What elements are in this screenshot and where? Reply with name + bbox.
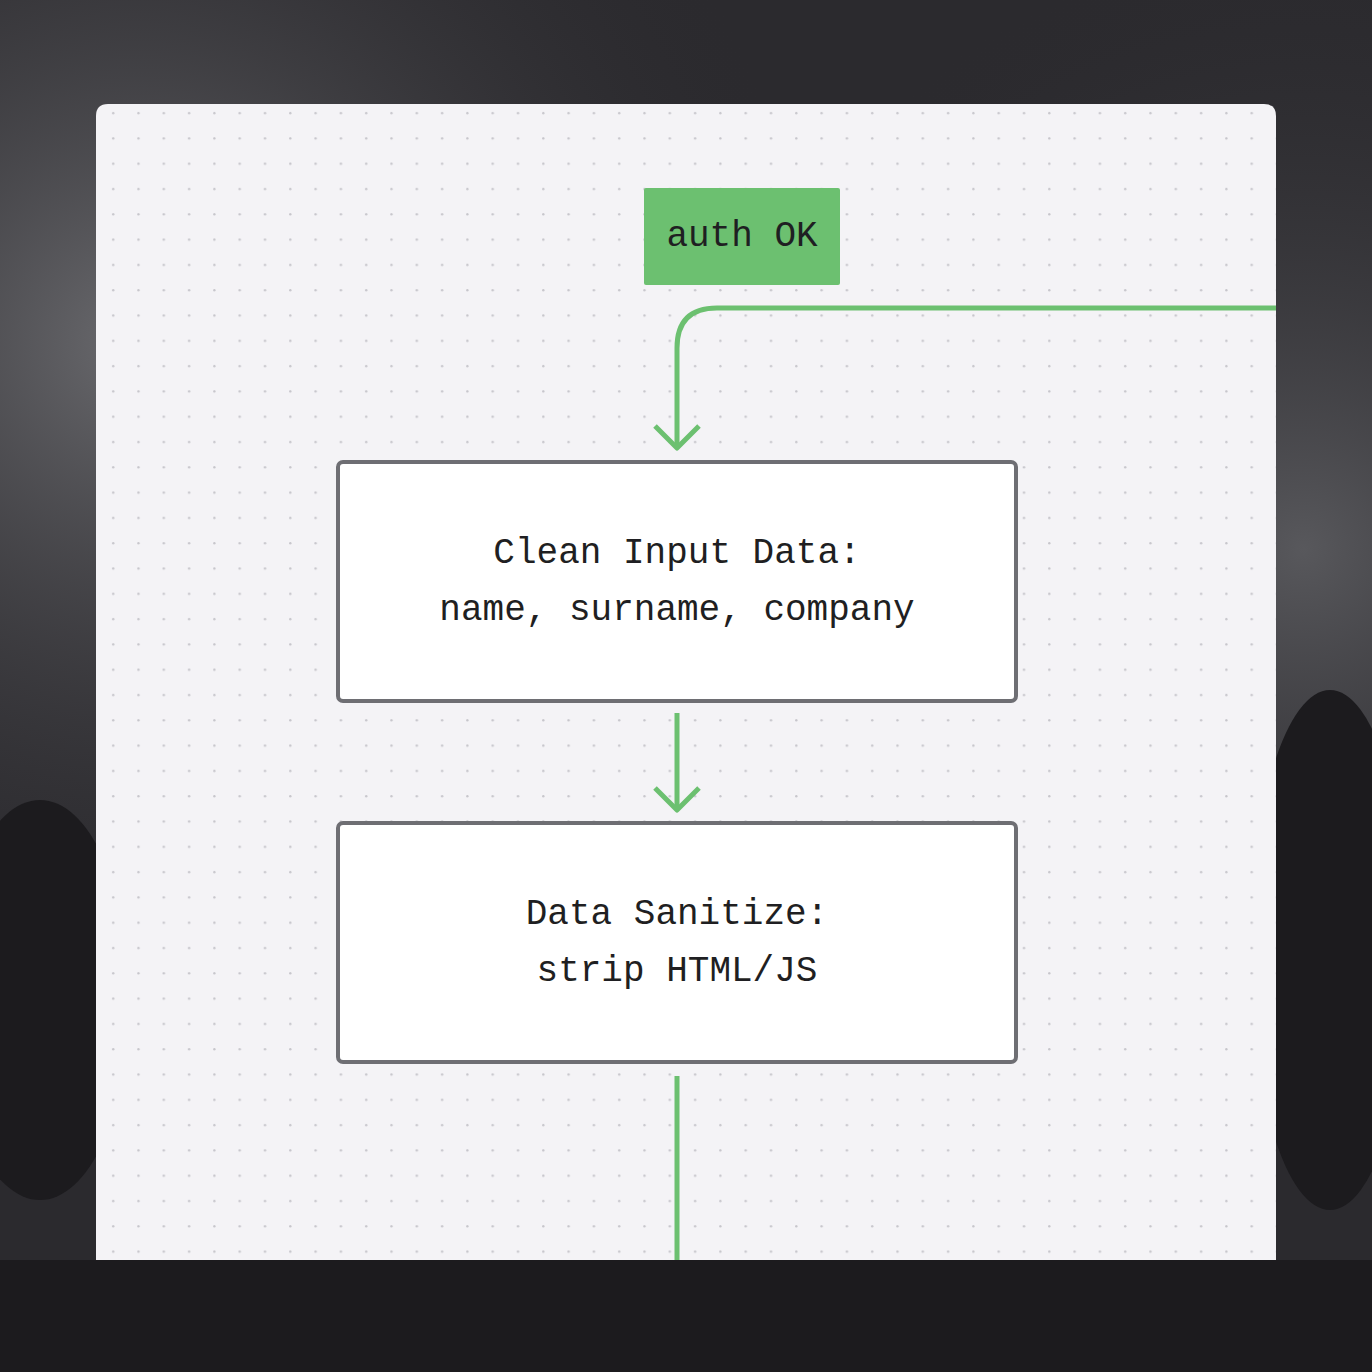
outgoing-line xyxy=(675,1076,680,1260)
connector-line xyxy=(675,713,680,810)
process-box: Data Sanitize:strip HTML/JS xyxy=(336,821,1018,1064)
dot-grid xyxy=(96,104,1276,1260)
node-heading: Data Sanitize: xyxy=(526,886,828,943)
incoming-line xyxy=(677,308,1276,446)
flow-arrow xyxy=(655,713,699,810)
node-body: strip HTML/JS xyxy=(537,943,818,1000)
card xyxy=(96,104,1276,1260)
node-heading: auth OK xyxy=(666,208,817,265)
process-box: Clean Input Data:name, surname, company xyxy=(336,460,1018,703)
arrow-head xyxy=(655,788,699,810)
node-heading: Clean Input Data: xyxy=(493,525,860,582)
arrow-head xyxy=(655,426,699,448)
status-badge: auth OK xyxy=(644,188,840,285)
node-body: name, surname, company xyxy=(439,582,914,639)
